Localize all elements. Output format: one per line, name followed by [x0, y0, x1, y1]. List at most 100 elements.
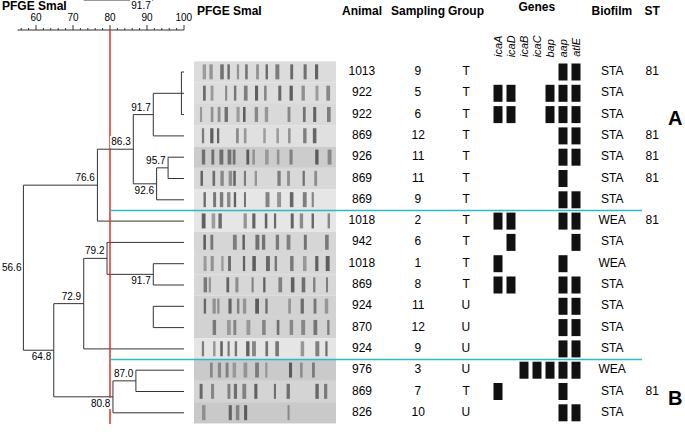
gel-band [226, 277, 229, 292]
axis-tick [139, 28, 140, 30]
gel-band [263, 277, 265, 292]
axis-tick [110, 25, 111, 30]
axis-tick [161, 28, 162, 30]
axis-tick [154, 28, 155, 30]
gene-bar [559, 404, 568, 421]
dendrogram-branch [84, 258, 107, 259]
similarity-value: 91.7 [130, 275, 151, 287]
dendrogram-branch [153, 93, 181, 94]
gel-band [266, 192, 270, 207]
gene-bar [494, 383, 503, 400]
dendrogram-branch [133, 115, 134, 184]
gene-bar [559, 149, 568, 166]
axis-tick-label: 70 [68, 12, 79, 24]
gel-lane [194, 210, 336, 231]
gel-band [288, 128, 291, 143]
gel-lane [194, 360, 336, 381]
gel-band [245, 64, 248, 79]
gene-bar [572, 191, 581, 208]
gene-bar [507, 213, 516, 230]
biofilm-class: STA [601, 235, 623, 249]
gel-band [252, 341, 256, 356]
similarity-value: 92.6 [134, 185, 155, 197]
gene-bar [572, 127, 581, 144]
gel-band [255, 363, 259, 378]
gel-band [291, 213, 294, 228]
dendrogram-branch [107, 242, 184, 243]
gel-band [200, 107, 202, 122]
gel-band [226, 363, 229, 378]
gel-band [301, 86, 304, 101]
biofilm-class: STA [601, 406, 623, 420]
gene-bar [572, 319, 581, 336]
gene-bar [546, 362, 555, 379]
gene-name: icaD [505, 35, 518, 57]
gel-band [210, 128, 213, 143]
gene-bar [559, 340, 568, 357]
gel-band [211, 86, 214, 101]
axis-tick-label: 90 [142, 12, 153, 24]
axis-tick [28, 28, 29, 30]
axis-tick [50, 28, 51, 30]
biofilm-class: STA [601, 299, 623, 313]
gene-bar [559, 277, 568, 294]
group-code: T [463, 193, 470, 207]
gel-band [243, 256, 245, 271]
animal-id: 924 [352, 299, 372, 313]
axis-tick [43, 28, 44, 30]
group-code: T [463, 214, 470, 228]
gel-band [233, 235, 237, 250]
dendrogram-branch [168, 157, 184, 158]
gel-band [315, 64, 318, 79]
gel-band [277, 320, 280, 335]
gel-band [314, 299, 317, 314]
gel-band [255, 107, 258, 122]
sampling-number: 5 [415, 86, 422, 100]
gene-bar [572, 213, 581, 230]
gel-band [244, 405, 247, 420]
group-code: T [463, 278, 470, 292]
gel-band [287, 235, 291, 250]
gel-band [242, 384, 246, 399]
gel-band [265, 341, 268, 356]
sequence-type: 81 [646, 385, 659, 399]
dendrogram-branch [153, 135, 184, 136]
gel-band [225, 107, 228, 122]
gel-band [209, 277, 211, 292]
biofilm-class: WEA [599, 363, 626, 377]
group-code: U [462, 406, 471, 420]
group-code: T [463, 129, 470, 143]
gel-lane [194, 189, 336, 210]
sequence-type: 81 [646, 150, 659, 164]
animal-id: 976 [352, 363, 372, 377]
gel-lane [194, 83, 336, 104]
gel-band [277, 192, 281, 207]
gel-band [304, 64, 307, 79]
gel-band [234, 86, 236, 101]
dendrogram-branch [97, 149, 133, 150]
gel-band [324, 384, 327, 399]
animal-id: 869 [352, 278, 372, 292]
gel-band [228, 256, 231, 271]
gel-band [244, 86, 248, 101]
gel-band [325, 299, 328, 314]
gel-band [315, 150, 318, 165]
gene-name: icaC [531, 35, 544, 57]
gel-band [276, 235, 279, 250]
gel-band [202, 341, 204, 356]
axis-tick [58, 28, 59, 30]
gel-lane [194, 296, 336, 317]
group-code: T [463, 65, 470, 79]
gel-band [314, 171, 317, 186]
biofilm-class: STA [601, 65, 623, 79]
animal-id: 1013 [349, 65, 376, 79]
gene-bar [572, 149, 581, 166]
gel-band [229, 171, 233, 186]
gel-band [256, 64, 259, 79]
biofilm-class: STA [601, 193, 623, 207]
gel-band [265, 213, 268, 228]
column-header: Genes [519, 1, 556, 15]
gel-band [288, 405, 290, 420]
column-header: Sampling [391, 5, 445, 19]
sampling-number: 6 [415, 108, 422, 122]
